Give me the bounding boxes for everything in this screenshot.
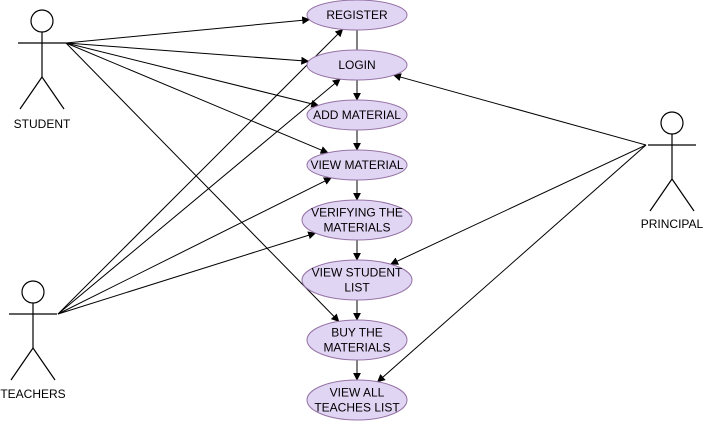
association-student-register [65,16,311,44]
actor-teachers[interactable]: TEACHERS [0,280,66,401]
usecase-teacherlist-label: TEACHES LIST [314,401,400,415]
usecase-login[interactable]: LOGIN [306,49,408,81]
usecase-teacherlist-label: VIEW ALL [330,386,385,400]
association-student-buy [65,42,340,322]
stick-figure-icon [9,280,57,381]
usecase-add-label: ADD MATERIAL [313,108,401,122]
association-student-login [65,42,310,65]
usecase-students-shape [301,259,413,301]
usecase-buy-label: BUY THE [331,326,383,340]
usecase-add-shape [306,99,408,131]
usecase-buy-shape [306,319,408,361]
use-cases: REGISTER LOGIN ADD MATERIAL VIEW MATERIAL VE… [301,0,413,421]
association-principal-teacherlist [377,144,647,383]
usecase-register-label: REGISTER [326,8,388,22]
usecase-register-shape [306,0,408,31]
actor-student[interactable]: STUDENT [14,9,71,131]
association-principal-login [392,73,647,146]
actor-principal-label: PRINCIPAL [641,217,704,231]
connections [57,16,647,383]
usecase-buy-label: MATERIALS [323,341,390,355]
association-teachers-verify [57,231,317,315]
usecase-login-shape [306,49,408,81]
usecase-view-label: VIEW MATERIAL [310,158,403,172]
usecase-verify-shape [301,199,413,241]
usecase-add[interactable]: ADD MATERIAL [306,99,408,131]
usecase-register[interactable]: REGISTER [306,0,408,31]
association-principal-students [390,144,647,265]
actor-student-label: STUDENT [14,117,71,131]
actor-principal[interactable]: PRINCIPAL [641,111,704,231]
association-teachers-login [57,78,341,315]
actors: STUDENT TEACHERS PRINCIPAL [0,9,704,401]
association-teachers-view [57,177,332,315]
association-student-view [65,42,329,154]
stick-figure-icon [648,111,696,212]
usecase-login-label: LOGIN [338,58,375,72]
usecase-view-shape [306,149,408,181]
usecase-students-label: LIST [344,281,370,295]
usecase-verify-label: VERIFYING THE [311,206,403,220]
actor-teachers-label: TEACHERS [0,387,65,401]
usecase-students-label: VIEW STUDENT [312,266,403,280]
stick-figure-icon [18,9,66,110]
association-teachers-register [57,28,344,315]
usecase-view[interactable]: VIEW MATERIAL [306,149,408,181]
usecase-verify-label: MATERIALS [323,221,390,235]
usecase-teacherlist-shape [306,379,408,421]
